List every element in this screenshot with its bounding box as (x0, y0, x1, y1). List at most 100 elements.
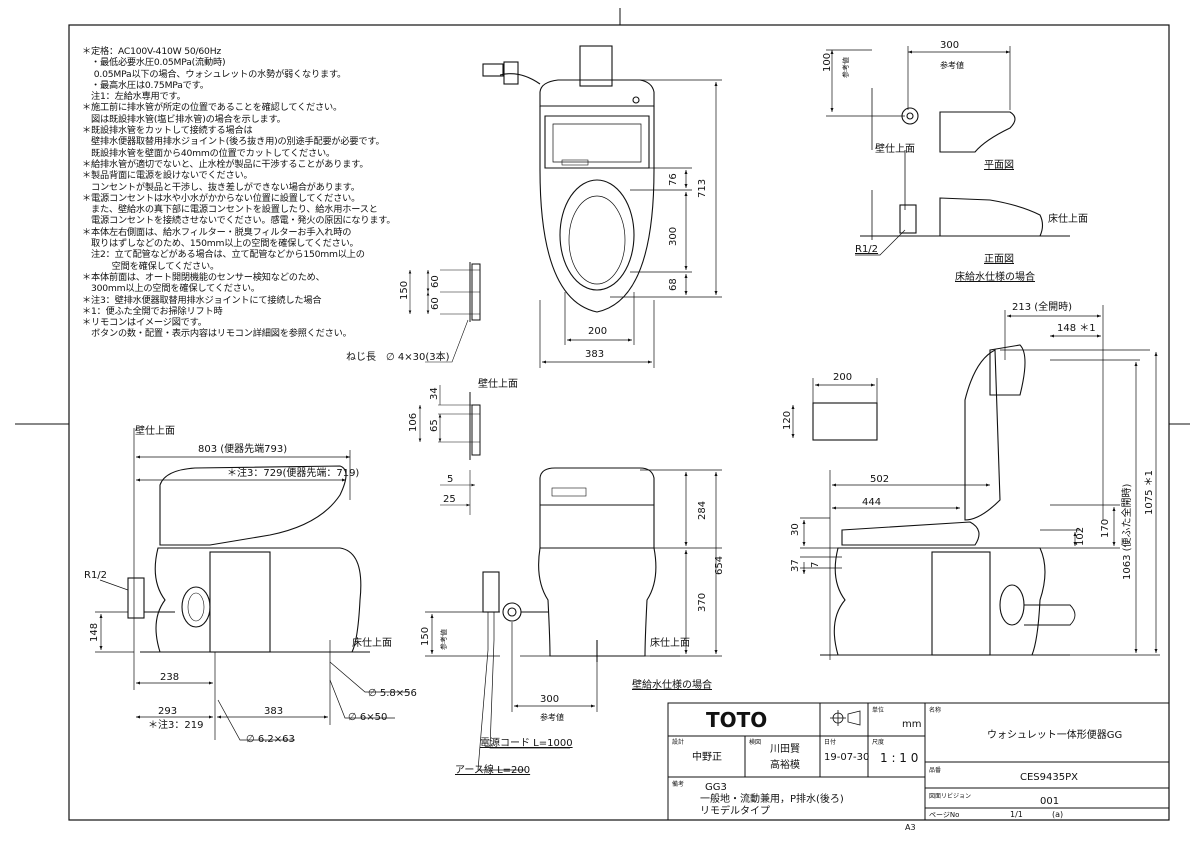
note-line: ＊定格：AC100V-410W 50/60Hz (82, 46, 222, 57)
page-suffix: (a) (1052, 810, 1063, 819)
note-line: ＊既設排水管をカットして接続する場合は (82, 125, 253, 137)
earth-wire: アース線 L=200 (455, 763, 530, 776)
dim-7: 7 (810, 562, 821, 568)
floor-surface-side: 床仕上面 (352, 636, 392, 649)
note-line: コンセントが製品と干渉し、抜き差しができない場合があります。 (82, 181, 360, 193)
dim-383-side: 383 (264, 706, 283, 717)
dim-150-front: 150 (420, 627, 431, 646)
dim-148-side: 148 (89, 623, 100, 642)
note-line: 壁排水便器取替用排水ジョイント(後ろ抜き用)の別途手配要が必要です。 (82, 136, 385, 148)
dim-238: 238 (160, 672, 179, 683)
dim-654: 654 (714, 556, 725, 575)
dim-300: 300 (668, 227, 679, 246)
remarks-line-3: リモデルタイプ (700, 804, 770, 817)
hole-6-2x63: ∅ 6.2×63 (246, 734, 295, 745)
note-line: 空間を確保してください。 (82, 260, 220, 272)
note-line: また、壁給水の真下部に電源コンセントを設置したり、給水用ホースと (82, 204, 378, 216)
notes-block: ＊定格：AC100V-410W 50/60Hz ・最低必要水圧0.05MPa(流… (82, 46, 412, 340)
wall-surface-floor: 壁仕上面 (875, 142, 915, 155)
note-line: ＊給排水管が適切でないと、止水栓が製品に干渉することがあります。 (82, 158, 369, 170)
dim-713: 713 (697, 179, 708, 198)
note-line: ・最低必要水圧0.05MPa(流動時) (82, 57, 226, 69)
r12-floor: R1/2 (855, 244, 878, 255)
dim-100: 100 (822, 53, 833, 72)
page-value: 1/1 (1010, 810, 1023, 819)
revision-label: 図面リビジョン (929, 792, 971, 800)
dim-200: 200 (588, 326, 607, 337)
checker-2: 高裕模 (770, 758, 800, 771)
dim-30: 30 (790, 523, 801, 536)
page-label: ページNo (929, 811, 959, 819)
dim-284: 284 (697, 501, 708, 520)
dim-170: 170 (1100, 519, 1111, 538)
remarks-line-2: 一般地・流動兼用，P排水(後ろ) (700, 792, 844, 805)
note-line: 図は既設排水管(塩ビ排水管)の場合を示します。 (82, 113, 286, 125)
note-line: ＊本体左右側面は、給水フィルター・脱臭フィルターお手入れ時の (82, 226, 352, 238)
date-value: 19-07-30 (824, 752, 869, 763)
date-label: 日付 (824, 738, 836, 746)
floor-surface-top: 床仕上面 (1048, 212, 1088, 225)
ref-front: 参考値 (439, 629, 448, 650)
remote-bracket-middle (418, 385, 481, 515)
wall-surface-label: 壁仕上面 (478, 377, 518, 390)
dim-68: 68 (668, 278, 679, 291)
power-cord: 電源コード L=1000 (480, 736, 573, 749)
dim-34: 34 (429, 387, 440, 400)
note-line: ＊リモコンはイメージ図です。 (82, 317, 207, 329)
note-line: ＊注3：壁排水便器取替用排水ジョイントにて接続した場合 (82, 294, 322, 306)
note-line: 注1：左給水専用です。 (82, 91, 186, 103)
projection-symbol (830, 710, 861, 726)
note-line: ＊製品背面に電源を設けないでください。 (82, 170, 253, 182)
dim-370: 370 (697, 593, 708, 612)
note3b: ＊注3：219 (148, 718, 203, 731)
note-line: ＊1：便ふた全開でお掃除リフト時 (82, 305, 223, 317)
unit-value: mm (902, 719, 921, 730)
note-line: 注2：立て配管などがある場合は、立て配管などから150mm以上の (82, 249, 365, 261)
dim-25: 25 (443, 494, 456, 505)
wall-surface-side: 壁仕上面 (135, 424, 175, 437)
dim-106: 106 (408, 413, 419, 432)
ref-value-a: 参考値 (841, 57, 850, 78)
name-label: 名称 (929, 706, 941, 714)
screw-spec: ねじ長 ∅ 4×30(3本) (346, 350, 450, 363)
note-line: 300mm以上の空間を確保してください。 (82, 283, 260, 295)
paper-size: A3 (905, 823, 916, 832)
ref-value-b: 参考値 (940, 60, 964, 70)
floor-supply-title: 床給水仕様の場合 (955, 270, 1035, 283)
hole-5-8x56: ∅ 5.8×56 (368, 688, 417, 699)
model-number: CES9435PX (1020, 772, 1078, 783)
hole-6x50: ∅ 6×50 (348, 712, 387, 723)
note-line: 取りはずしなどのため、150mm以上の空間を確保してください。 (82, 238, 359, 250)
dim-444: 444 (862, 497, 881, 508)
remarks-label: 備考 (672, 780, 684, 788)
remote-bracket-top (408, 262, 481, 363)
note-line: 電源コンセントを接続させないでください。感電・発火の原因になります。 (82, 215, 396, 227)
floor-surface-front: 床仕上面 (650, 636, 690, 649)
wall-supply-title: 壁給水仕様の場合 (632, 678, 712, 691)
dim-803: 803 (便器先端793) (198, 442, 287, 455)
dim-76: 76 (668, 173, 679, 186)
scale-label: 尺度 (872, 738, 884, 746)
note-line: ・最高水圧は0.75MPaです。 (82, 79, 209, 91)
brand-logo: TOTO (706, 708, 767, 732)
note3-side: ＊注3：729(便器先端：719) (227, 466, 359, 479)
unit-label: 単位 (872, 706, 884, 714)
revision-value: 001 (1040, 796, 1059, 807)
dim-300-floor: 300 (940, 40, 959, 51)
dim-37: 37 (790, 559, 801, 572)
note-line: ＊電源コンセントは水や小水がかからない位置に設置してください。 (82, 192, 361, 204)
dim-300-front: 300 (540, 694, 559, 705)
dim-150-a: 150 (399, 281, 410, 300)
dim-502: 502 (870, 474, 889, 485)
front-view (482, 467, 680, 662)
remarks-line-1: GG3 (705, 782, 727, 793)
note-line: 既設排水管を壁面から40mmの位置でカットしてください。 (82, 147, 335, 159)
plan-caption: 平面図 (984, 159, 1014, 171)
designer: 中野正 (692, 750, 722, 763)
dim-148-star: 148 ＊1 (1057, 323, 1096, 334)
dim-60-a: 60 (430, 275, 441, 288)
dim-200-remote: 200 (833, 372, 852, 383)
plan-view (482, 45, 655, 313)
